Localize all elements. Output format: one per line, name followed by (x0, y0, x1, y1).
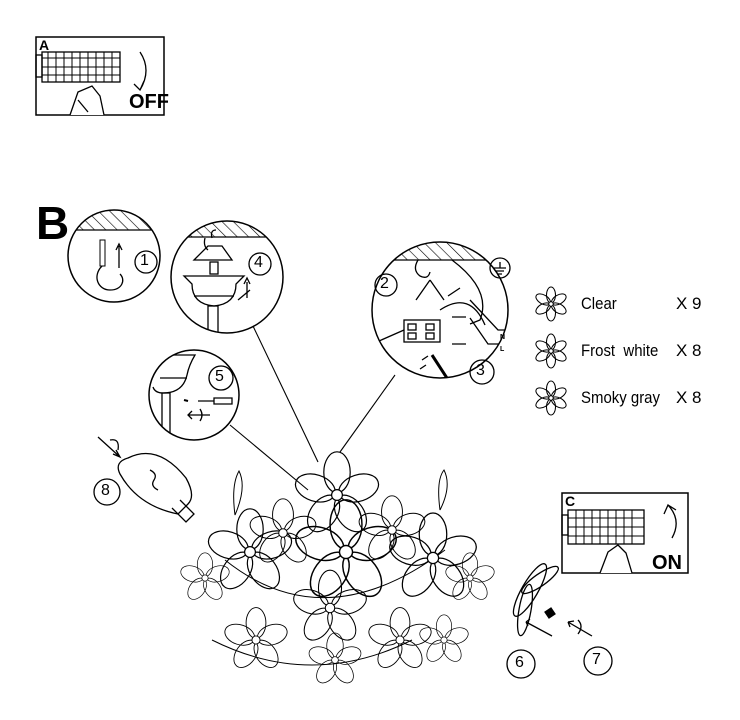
legend-name-frost-white: Frost white (581, 341, 659, 360)
step-6-7-shade (512, 563, 593, 637)
step-number: 4 (254, 254, 263, 271)
legend-flower-icons (533, 286, 569, 416)
flower-icon (533, 286, 569, 322)
panel-a-label: A (39, 37, 50, 53)
panel-a-state: OFF (129, 91, 169, 113)
panel-a-breaker-off (35, 36, 165, 116)
step-number: 8 (101, 482, 110, 499)
legend-qty-clear: X 9 (676, 294, 702, 313)
step-number-circles (93, 250, 613, 679)
step-5-tighten-screw (148, 349, 240, 441)
step-number: 5 (215, 368, 224, 385)
panel-c-state: ON (652, 552, 682, 574)
legend-qty-frost-white: X 8 (676, 341, 702, 360)
step-number: 7 (592, 651, 601, 668)
legend-qty-smoky-gray: X 8 (676, 388, 702, 407)
flower-icon (533, 333, 569, 369)
step-4-canopy (170, 220, 284, 334)
turn-on-arrow (663, 503, 677, 539)
panel-c-breaker-on (561, 492, 689, 574)
legend-name-smoky-gray: Smoky gray (581, 388, 660, 407)
flower-icon (533, 380, 569, 416)
step-number: 2 (380, 275, 389, 292)
neutral-wire-label: N (500, 334, 506, 341)
panel-c-label: C (565, 493, 576, 509)
step-number: 3 (476, 362, 485, 379)
live-wire-label: L (500, 346, 505, 353)
step-8-bulb (97, 436, 195, 523)
step-number: 6 (515, 654, 524, 671)
step-2-3-wiring (371, 241, 511, 379)
panel-b-label: B (36, 197, 70, 249)
leader-lines (229, 325, 396, 491)
turn-off-arrow (133, 51, 147, 92)
step-number: 1 (140, 252, 149, 269)
legend-name-clear: Clear (581, 294, 617, 313)
flower-chandelier (178, 451, 497, 688)
